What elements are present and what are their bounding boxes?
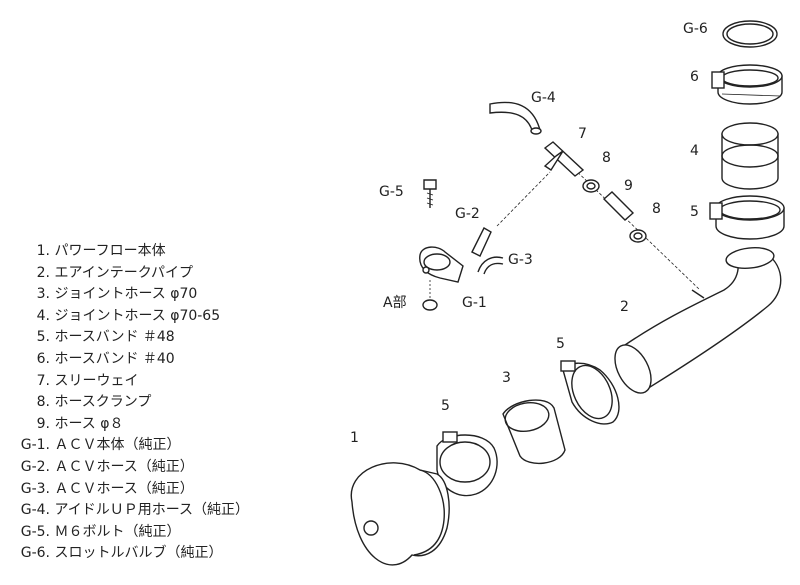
legend-item-number: 5. [36,329,50,346]
hose-8-part [602,191,635,221]
joint-hose-70-65-part [721,122,779,190]
legend-item-number: 8. [36,394,50,411]
legend-item: G-1. ＡＣＶ本体（純正） [10,435,249,457]
legend-item-text: ホースバンド ＃40 [54,350,175,367]
legend-item-text: ホースバンド ＃48 [54,329,175,346]
legend-item-text: エアインテークパイプ [54,264,194,281]
legend-item-number: 6. [36,350,50,367]
label-2: 2 [620,299,629,315]
label-g6: G-6 [683,21,708,37]
legend-item-number: 7. [36,372,50,389]
legend-item-text: アイドルＵＰ用ホース（純正） [54,502,250,519]
legend-item-number: G-5. [20,523,50,540]
legend-item-text: ホースクランプ [54,394,152,411]
legend-item: 7. スリーウェイ [10,371,249,393]
joint-hose-70-part [502,399,566,465]
acv-body-part [419,246,464,311]
hose-band-40-part [711,64,783,105]
power-flow-body-part [350,462,450,566]
acv-hose-g2-part [471,227,492,257]
legend-item-text: スリーウェイ [54,372,139,389]
legend-item: G-3. ＡＣＶホース（純正） [10,479,249,501]
hose-clamp-lower-part [629,229,647,243]
legend-item: G-4. アイドルＵＰ用ホース（純正） [10,500,249,522]
legend-item: 1. パワーフロー本体 [10,241,249,263]
legend-item-text: ホース φ８ [54,415,124,432]
legend-item: 5. ホースバンド ＃48 [10,327,249,349]
throttle-valve-part [722,20,778,48]
legend-item-text: ＡＣＶホース（純正） [54,458,194,475]
legend-item-text: スロットルバルブ（純正） [54,545,223,562]
legend-item: 3. ジョイントホース φ70 [10,284,249,306]
legend-item-text: ジョイントホース φ70 [54,286,198,303]
label-a-part: A部 [383,295,407,311]
label-5-top: 5 [690,204,699,220]
label-7: 7 [578,126,587,142]
label-g5: G-5 [379,184,404,200]
legend-item-number: 4. [36,307,50,324]
callout-labels: G-6 6 4 5 G-4 7 8 9 8 G-5 G-2 G-3 A部 G-1… [350,21,708,446]
legend-item-text: Ｍ６ボルト（純正） [54,523,181,540]
legend-item-number: 2. [36,264,50,281]
hose-band-48-top-part [709,195,785,240]
label-5-middle: 5 [556,336,565,352]
legend-item-text: ジョイントホース φ70-65 [54,307,221,324]
legend-item: G-6. スロットルバルブ（純正） [10,543,249,565]
three-way-part [543,141,585,177]
label-8-lower: 8 [652,201,661,217]
label-g1: G-1 [462,295,487,311]
label-3: 3 [502,370,511,386]
hose-band-48-lower-part [436,431,498,497]
legend-item: 9. ホース φ８ [10,414,249,436]
hose-band-48-middle-part [560,360,620,425]
label-8-upper: 8 [602,150,611,166]
assembly-guide-lines [496,161,701,291]
m6-bolt-part [423,179,437,208]
legend-item: 6. ホースバンド ＃40 [10,349,249,371]
label-5-lower: 5 [441,398,450,414]
legend-item: 2. エアインテークパイプ [10,263,249,285]
legend-item-number: G-3. [20,480,50,497]
legend-item: G-2. ＡＣＶホース（純正） [10,457,249,479]
legend-item-text: ＡＣＶホース（純正） [54,480,194,497]
idle-up-hose-part [489,101,542,135]
label-g3: G-3 [508,252,533,268]
legend-item-text: ＡＣＶ本体（純正） [54,437,181,454]
air-intake-pipe-part [614,247,782,394]
legend-item-number: 3. [36,286,50,303]
legend-item-number: G-6. [20,545,50,562]
legend-item-number: 9. [36,415,50,432]
legend-item: 8. ホースクランプ [10,392,249,414]
label-g4: G-4 [531,90,556,106]
label-1: 1 [350,430,359,446]
label-9: 9 [624,178,633,194]
label-6: 6 [690,69,699,85]
label-g2: G-2 [455,206,480,222]
legend-item-number: G-4. [20,502,50,519]
legend-item-text: パワーフロー本体 [54,243,166,259]
hose-clamp-upper-part [582,179,600,193]
legend-item: G-5. Ｍ６ボルト（純正） [10,522,249,544]
legend-item: 4. ジョイントホース φ70-65 [10,306,249,328]
legend-item-number: G-2. [20,458,50,475]
legend-item-number: G-1. [20,437,50,454]
legend-item-number: 1. [36,243,50,259]
acv-hose-g3-part [477,256,504,275]
label-4: 4 [690,143,699,159]
